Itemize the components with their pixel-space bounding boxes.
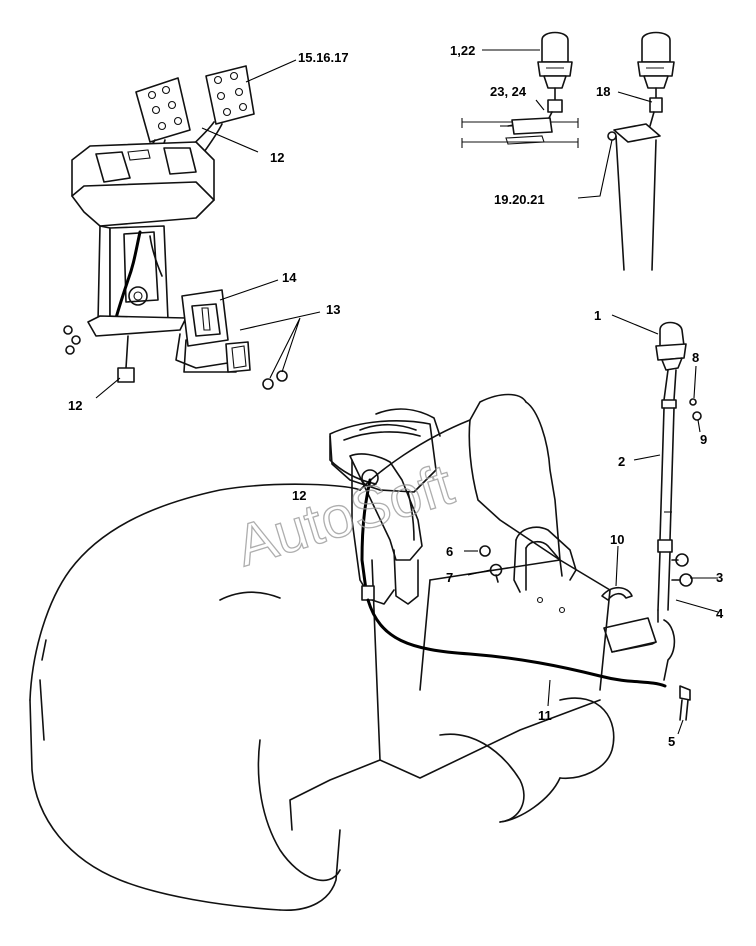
pedal-column-assembly (63, 65, 288, 390)
beacon-mount-detail (461, 31, 675, 271)
callout-18: 18 (596, 84, 610, 99)
callout-11: 11 (538, 708, 552, 723)
hardware-6-7 (479, 545, 566, 614)
callout-10: 10 (610, 532, 624, 547)
tractor-body-outline (29, 393, 615, 911)
callout-1-22: 1,22 (450, 43, 475, 58)
callout-3: 3 (716, 570, 723, 585)
cable-11 (366, 598, 667, 688)
callout-12-top: 12 (270, 150, 284, 165)
callout-7: 7 (446, 570, 453, 585)
callout-labels: 15.16.17 12 14 13 12 1,22 23, 24 18 19.2… (68, 43, 724, 749)
callout-9: 9 (700, 432, 707, 447)
callout-13: 13 (326, 302, 340, 317)
callout-1: 1 (594, 308, 601, 323)
callout-8: 8 (692, 350, 699, 365)
callout-5: 5 (668, 734, 675, 749)
callout-12-left: 12 (68, 398, 82, 413)
callout-14: 14 (282, 270, 297, 285)
callout-23-24: 23, 24 (490, 84, 527, 99)
callout-12-mid: 12 (292, 488, 306, 503)
callout-4: 4 (716, 606, 724, 621)
beacon-mast-assembly (601, 321, 702, 721)
callout-6: 6 (446, 544, 453, 559)
callout-2: 2 (618, 454, 625, 469)
callout-15-16-17: 15.16.17 (298, 50, 349, 65)
callout-19-20-21: 19.20.21 (494, 192, 545, 207)
leader-lines (95, 49, 719, 735)
